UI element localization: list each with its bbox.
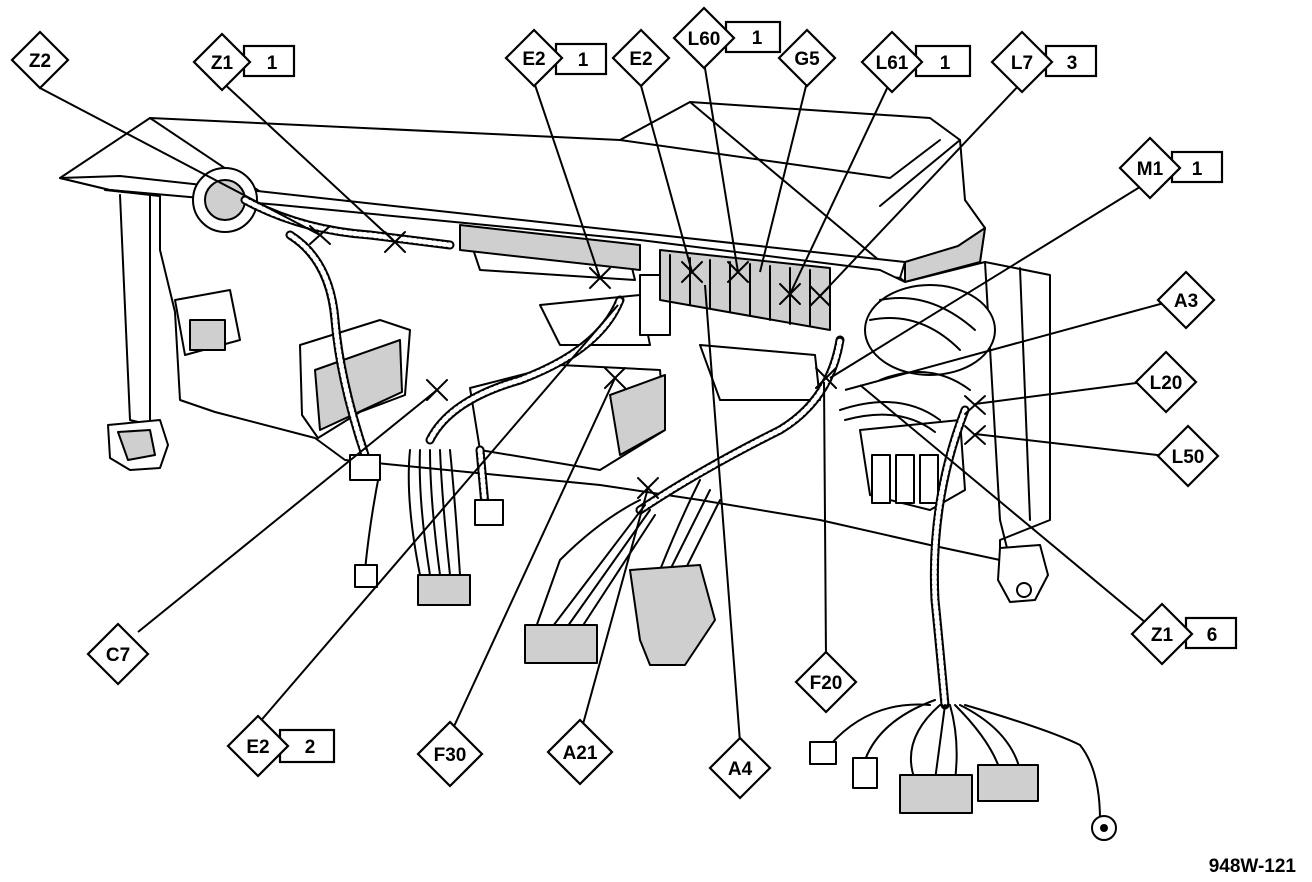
callout-f20: F20: [794, 650, 858, 714]
callout-code: L20: [1150, 373, 1183, 394]
callout-leaders: [39, 61, 1167, 743]
callout-number: 1: [752, 28, 763, 49]
callout-code: A21: [563, 743, 598, 764]
callout-number: 1: [1192, 159, 1203, 180]
callout-code: M1: [1137, 159, 1164, 180]
callout-number: 6: [1207, 625, 1218, 646]
wiring-harness: [240, 195, 971, 710]
callout-code: Z2: [29, 51, 51, 72]
callout-code: E2: [246, 737, 269, 758]
callout-e2-2: E2 2: [226, 714, 336, 778]
callout-g5: G5: [777, 28, 837, 88]
callout-l61-1: L61 1: [860, 30, 972, 94]
callout-code: Z1: [1151, 625, 1174, 646]
callout-number: 2: [305, 737, 316, 758]
callout-code: C7: [106, 645, 130, 666]
callout-e2: E2: [611, 28, 671, 88]
callout-z1-1: Z1 1: [192, 32, 296, 92]
callout-code: E2: [522, 49, 545, 70]
harness-points: [309, 225, 986, 499]
callout-l20: L20: [1134, 350, 1198, 414]
callout-l7-3: L7 3: [990, 30, 1098, 94]
figure-reference: 948W-121: [1209, 856, 1297, 877]
callout-code: G5: [794, 49, 820, 70]
callout-number: 1: [940, 53, 951, 74]
callout-a21: A21: [546, 718, 614, 786]
harness-connectors: [349, 454, 1117, 841]
callout-tags: Z2 Z1 1 E2 1 E2 L60 1: [10, 6, 1238, 800]
callout-e2-1: E2 1: [504, 28, 608, 88]
callout-c7: C7: [86, 622, 150, 686]
callout-code: L61: [876, 53, 909, 74]
callout-l50: L50: [1156, 424, 1220, 488]
callout-a4: A4: [708, 736, 772, 800]
callout-a3: A3: [1156, 270, 1216, 330]
callout-z1-6: Z1 6: [1130, 602, 1238, 666]
callout-f30: F30: [416, 720, 484, 788]
callout-l60-1: L60 1: [672, 6, 782, 70]
callout-code: L50: [1172, 447, 1205, 468]
callout-m1-1: M1 1: [1118, 136, 1224, 200]
callout-code: A4: [728, 759, 753, 780]
callout-code: A3: [1174, 291, 1198, 312]
callout-code: E2: [629, 49, 652, 70]
callout-code: F20: [810, 673, 843, 694]
callout-number: 3: [1067, 53, 1078, 74]
instrument-panel-illustration: [59, 101, 1051, 603]
callout-number: 1: [267, 53, 278, 74]
callout-code: L60: [688, 29, 721, 50]
callout-code: F30: [434, 745, 467, 766]
callout-code: L7: [1011, 53, 1033, 74]
callout-number: 1: [578, 50, 589, 71]
callout-z2: Z2: [10, 30, 70, 90]
callout-code: Z1: [211, 53, 234, 74]
